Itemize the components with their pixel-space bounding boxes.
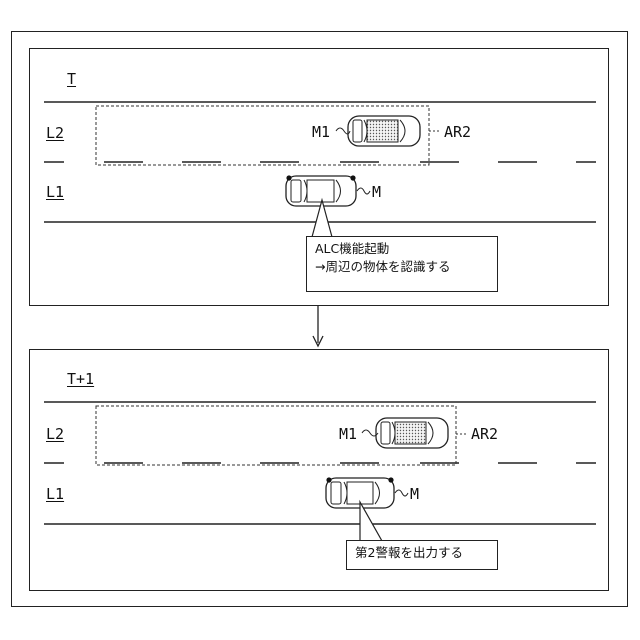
lane-label-l2: L2 (46, 125, 64, 141)
time-label: T (67, 71, 76, 87)
callout-box-bottom: 第2警報を出力する (346, 540, 498, 570)
region-label: AR2 (471, 426, 498, 442)
time-arrow (313, 306, 323, 346)
callout-line: ALC機能起動 (315, 240, 489, 258)
callout-box-top: ALC機能起動 →周辺の物体を認識する (306, 236, 498, 292)
lane-label-l1: L1 (46, 486, 64, 502)
other-vehicle-m1 (336, 116, 420, 146)
time-label: T+1 (67, 371, 94, 387)
other-vehicle-m1 (362, 418, 448, 448)
own-vehicle-label: M (410, 486, 419, 502)
other-vehicle-label: M1 (312, 124, 330, 140)
region-label: AR2 (444, 124, 471, 140)
road-bottom (44, 402, 596, 541)
own-vehicle-m (326, 477, 408, 508)
lane-label-l1: L1 (46, 184, 64, 200)
own-vehicle-label: M (372, 184, 381, 200)
other-vehicle-label: M1 (339, 426, 357, 442)
callout-line: →周辺の物体を認識する (315, 258, 489, 276)
lane-label-l2: L2 (46, 426, 64, 442)
callout-line: 第2警報を出力する (355, 544, 489, 562)
own-vehicle-m (286, 175, 370, 206)
